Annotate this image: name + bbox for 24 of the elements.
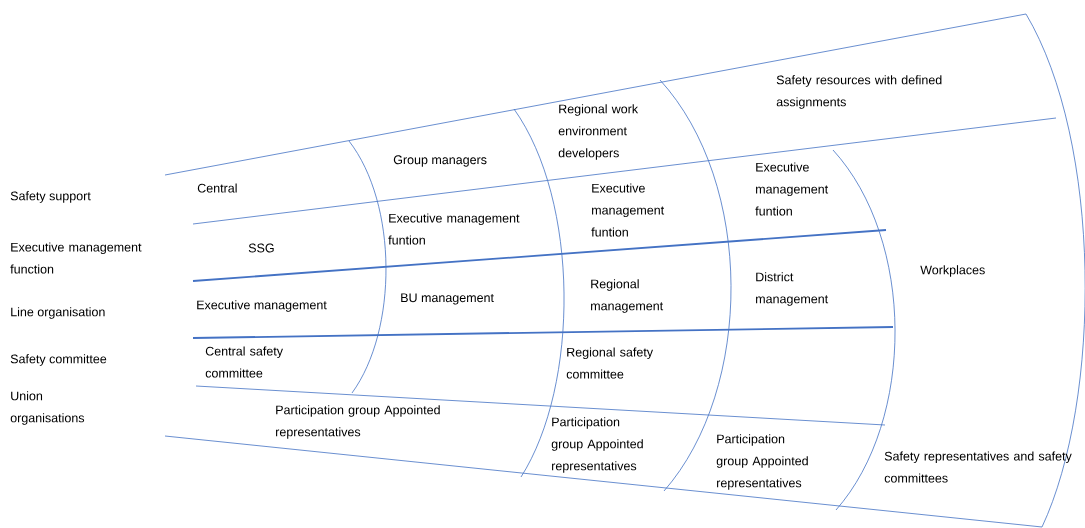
cell-text: Executive management — [197, 300, 327, 312]
cell-text: Executive management funtion — [591, 183, 665, 237]
cell-text: District management — [756, 272, 829, 306]
cell-text: Executive management funtion — [755, 162, 829, 216]
cell-text: Group managers — [393, 155, 487, 167]
cell-text: Participation group Appointed representatives — [551, 417, 643, 473]
cell-text: SSG — [248, 243, 274, 253]
cell-text: BU management — [401, 293, 494, 305]
cell-text: Safety resources with defined assignments — [776, 75, 942, 109]
row-label: Union organisations — [10, 391, 85, 425]
cell-text: Workplaces — [920, 265, 985, 277]
cell-text: Regional management — [591, 279, 664, 313]
cell-text: Central — [197, 183, 237, 193]
cell-text: Regional work environment developers — [558, 104, 639, 160]
row-label: Safety committee — [10, 354, 107, 366]
cell-text: Safety representatives and safety committees — [884, 451, 1072, 483]
cell-text: Executive management funtion — [388, 213, 520, 245]
row-label: Line organisation — [11, 307, 105, 319]
cell-text: Central safety committee — [205, 346, 283, 378]
cell-text: Participation group Appointed representatives — [716, 434, 808, 490]
row-label: Executive management function — [10, 242, 142, 274]
cell-text: Regional safety committee — [566, 347, 653, 379]
cell-text: Participation group Appointed representatives — [276, 405, 440, 439]
row-label: Safety support — [10, 191, 91, 203]
